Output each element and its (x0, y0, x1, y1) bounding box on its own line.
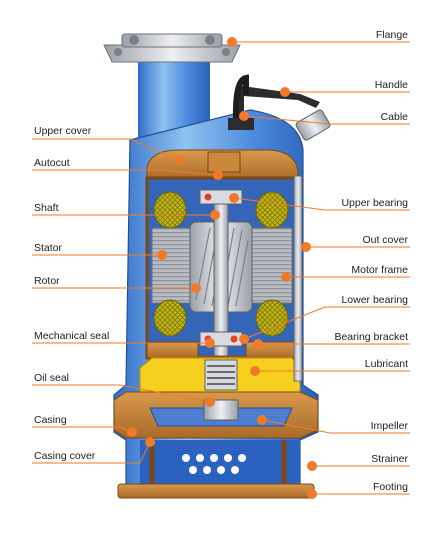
autocut-part (207, 151, 241, 173)
label-strainer: Strainer (371, 453, 408, 465)
flange-top-ring (121, 33, 223, 48)
winding-upper-right (255, 191, 289, 229)
labels-right: Flange Handle Cable Upper bearing Out co… (334, 29, 408, 493)
label-bearing-bracket: Bearing bracket (334, 331, 408, 343)
strainer-bolts (149, 440, 287, 484)
out-cover-tube (293, 175, 303, 382)
label-motor-frame: Motor frame (351, 264, 408, 276)
label-casing-cover: Casing cover (34, 450, 96, 462)
flange-plate (103, 44, 241, 63)
label-mechanical-seal: Mechanical seal (34, 330, 109, 342)
cable-entry (228, 118, 254, 130)
bearing-ball (230, 335, 238, 343)
flange-bolt (222, 48, 230, 56)
label-casing: Casing (34, 414, 67, 426)
winding-lower-right (255, 299, 289, 337)
leader-lines (32, 37, 410, 499)
label-handle: Handle (375, 79, 408, 91)
label-rotor: Rotor (34, 275, 60, 287)
strainer-holes (182, 454, 246, 474)
label-stator: Stator (34, 242, 63, 254)
bearing-ball (204, 193, 212, 201)
cable-part (232, 74, 249, 121)
flange-bolt (205, 35, 215, 45)
cable-clamp (295, 109, 331, 141)
seal-spring (207, 365, 235, 385)
winding-lower-left (153, 299, 187, 337)
label-oil-seal: Oil seal (34, 372, 69, 384)
flange-bolt (129, 35, 139, 45)
label-cable: Cable (381, 111, 409, 123)
label-autocut: Autocut (34, 157, 70, 169)
mechanical-seal-part (204, 359, 238, 391)
label-lubricant: Lubricant (365, 358, 408, 370)
label-upper-cover: Upper cover (34, 125, 92, 137)
label-footing: Footing (373, 481, 408, 493)
handle-part (236, 86, 320, 120)
label-impeller: Impeller (371, 420, 409, 432)
pump-body (103, 33, 331, 499)
label-lower-bearing: Lower bearing (341, 294, 408, 306)
winding-upper-left (153, 191, 187, 229)
strainer-part (140, 440, 300, 484)
labels-left: Upper cover Autocut Shaft Stator Rotor M… (34, 125, 109, 462)
label-shaft: Shaft (34, 202, 59, 214)
footing-part (117, 483, 315, 499)
label-out-cover: Out cover (362, 234, 408, 246)
label-upper-bearing: Upper bearing (341, 197, 408, 209)
label-flange: Flange (376, 29, 408, 41)
flange-bolt (114, 48, 122, 56)
